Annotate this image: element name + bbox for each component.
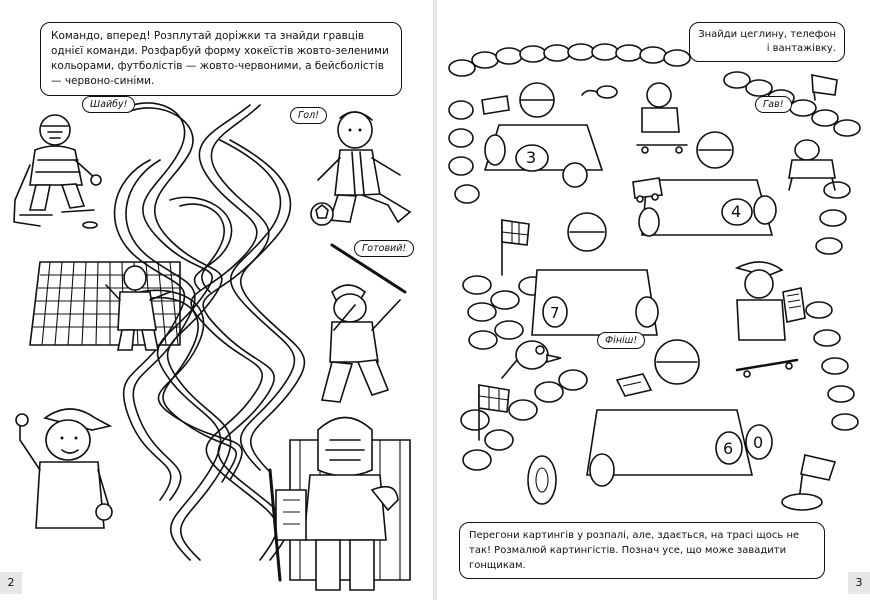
right-page-illustration: 3 4 7: [448, 43, 861, 511]
speech-bubble-bird: Фініш!: [597, 332, 646, 349]
speech-baseball-text: Готовий!: [362, 243, 407, 254]
speech-dog-text: Гав!: [763, 99, 784, 110]
hockey-goalie: [268, 416, 411, 591]
checkered-flag-middle: [501, 219, 530, 276]
flag-top-right: [811, 74, 838, 101]
phone: [782, 287, 806, 323]
goal-with-goalkeeper: [29, 261, 181, 351]
fallen-tire: [527, 455, 557, 505]
bird: [501, 340, 562, 379]
speech-football-text: Гол!: [298, 110, 319, 121]
speech-bubble-baseball: Готовий!: [354, 240, 415, 257]
kart-7-number: 7: [550, 304, 560, 322]
football-player: [310, 111, 412, 226]
page-number-right: 3: [848, 572, 870, 594]
kart-0-number: 0: [753, 433, 763, 452]
kart-4-number: 4: [731, 202, 741, 221]
right-page: 3 4 7: [437, 0, 870, 600]
kart-3-number: 3: [526, 148, 536, 167]
left-page-illustration: [13, 102, 412, 591]
page-number-left: 2: [0, 572, 22, 594]
book-gutter: [433, 0, 437, 600]
instructions-box: Командо, вперед! Розплутай доріжки та зн…: [40, 22, 402, 96]
hockey-player: [13, 114, 102, 229]
brick: [615, 373, 653, 397]
skateboarder-top: [636, 82, 688, 154]
bottom-task-text: Перегони картингів у розпалі, але, здаєт…: [469, 530, 800, 571]
speech-bubble-dog: Гав!: [755, 96, 792, 113]
speech-hockey-text: Шайбу!: [90, 99, 128, 110]
left-page: Командо, вперед! Розплутай доріжки та зн…: [0, 0, 433, 600]
kart-3: 3: [483, 82, 604, 188]
instructions-text: Командо, вперед! Розплутай доріжки та зн…: [51, 30, 389, 87]
flag-right: [781, 454, 837, 511]
skateboarder-right: [734, 261, 799, 378]
kart-6-0: 6 0: [586, 339, 773, 487]
rat: [581, 85, 618, 99]
truck: [632, 177, 663, 203]
speech-bubble-football: Гол!: [290, 107, 327, 124]
baseball-pitcher: [15, 408, 113, 529]
kart-4: 4: [638, 131, 777, 237]
kart-6-number: 6: [723, 439, 733, 458]
checkered-flag-left: [478, 384, 510, 441]
kart-7: 7: [531, 212, 659, 336]
speech-bubble-hockey: Шайбу!: [82, 96, 136, 113]
dog: [788, 139, 836, 191]
find-task-box: Знайди цеглину, телефон і вантажівку.: [689, 22, 845, 62]
find-task-text: Знайди цеглину, телефон і вантажівку.: [698, 29, 836, 54]
tire-walls: [448, 43, 861, 471]
page-number-left-text: 2: [7, 576, 15, 589]
bottom-task-box: Перегони картингів у розпалі, але, здаєт…: [459, 522, 825, 579]
banknote: [481, 95, 510, 115]
speech-bird-text: Фініш!: [605, 335, 638, 346]
page-number-right-text: 3: [855, 576, 863, 589]
baseball-batter: [320, 243, 407, 403]
